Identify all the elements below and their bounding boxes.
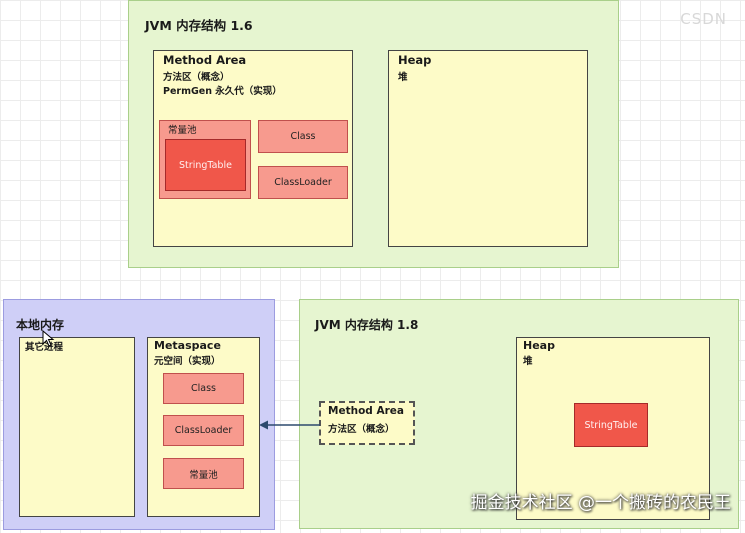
jvm16-method-area-title: Method Area	[163, 53, 247, 67]
native-memory-container: 本地内存 其它进程 Metaspace 元空间（实现） Class ClassL…	[3, 299, 275, 530]
jvm18-string-table: StringTable	[574, 403, 648, 447]
metaspace-box: Metaspace 元空间（实现） Class ClassLoader 常量池	[147, 337, 260, 517]
jvm18-method-area: Method Area 方法区（概念）	[319, 401, 415, 445]
jvm16-title: JVM 内存结构 1.6	[145, 18, 253, 33]
jvm18-container: JVM 内存结构 1.8 Method Area 方法区（概念） Heap 堆 …	[299, 299, 739, 529]
metaspace-class-label: Class	[191, 383, 216, 394]
jvm16-class: Class	[258, 120, 348, 153]
jvm18-heap: Heap 堆 StringTable	[516, 337, 710, 520]
jvm18-heap-title: Heap	[523, 339, 555, 352]
jvm16-constant-pool: 常量池 StringTable	[159, 120, 251, 199]
metaspace-constant-pool-label: 常量池	[189, 469, 218, 481]
jvm16-method-area-concept: 方法区（概念）	[163, 72, 230, 83]
jvm16-classloader: ClassLoader	[258, 166, 348, 199]
jvm18-method-area-subtitle: 方法区（概念）	[328, 424, 395, 435]
native-memory-title: 本地内存	[16, 318, 65, 332]
metaspace-class: Class	[163, 373, 244, 404]
corner-watermark: CSDN	[680, 10, 727, 28]
jvm16-method-area: Method Area 方法区（概念） PermGen 永久代（实现） 常量池 …	[153, 50, 353, 247]
jvm16-constant-pool-label: 常量池	[168, 125, 197, 136]
metaspace-constant-pool: 常量池	[163, 458, 244, 489]
jvm16-heap-title: Heap	[398, 53, 432, 67]
other-process-box: 其它进程	[19, 337, 135, 517]
metaspace-classloader-label: ClassLoader	[174, 425, 233, 436]
jvm18-method-area-title: Method Area	[328, 405, 404, 417]
jvm16-heap-subtitle: 堆	[398, 72, 408, 83]
metaspace-subtitle: 元空间（实现）	[154, 356, 221, 367]
jvm18-title: JVM 内存结构 1.8	[315, 318, 419, 332]
jvm16-class-label: Class	[290, 131, 316, 142]
jvm16-container: JVM 内存结构 1.6 Method Area 方法区（概念） PermGen…	[128, 0, 619, 268]
jvm16-classloader-label: ClassLoader	[274, 177, 332, 188]
jvm18-string-table-label: StringTable	[584, 419, 638, 431]
jvm16-string-table: StringTable	[165, 139, 246, 191]
jvm16-method-area-impl: PermGen 永久代（实现）	[163, 86, 282, 97]
mouse-cursor-icon	[42, 330, 55, 347]
other-process-label: 其它进程	[25, 342, 64, 353]
watermark-text: 掘金技术社区 @一个搬砖的农民王	[470, 493, 731, 513]
jvm16-string-table-label: StringTable	[179, 159, 232, 171]
metaspace-arrow	[259, 420, 320, 430]
metaspace-title: Metaspace	[154, 339, 221, 352]
metaspace-classloader: ClassLoader	[163, 415, 244, 446]
jvm18-heap-subtitle: 堆	[523, 356, 533, 367]
jvm16-heap: Heap 堆	[388, 50, 588, 247]
